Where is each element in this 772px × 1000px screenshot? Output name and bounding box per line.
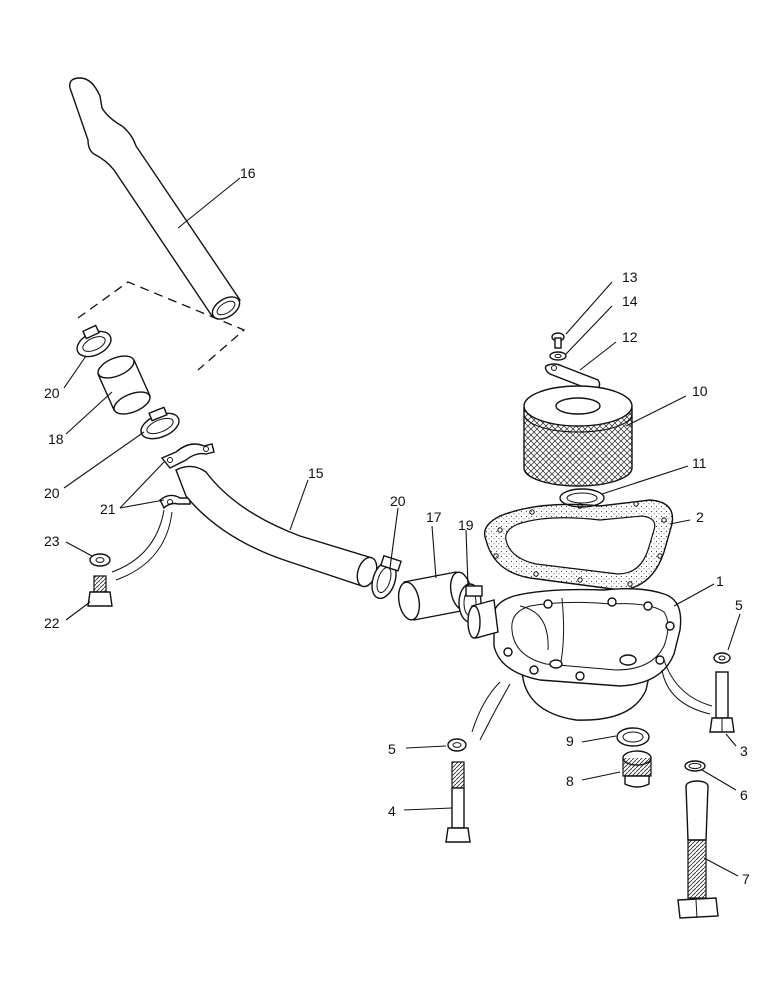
washer-14 xyxy=(549,351,567,361)
label-6: 6 xyxy=(740,787,748,803)
label-3: 3 xyxy=(740,743,748,759)
label-1: 1 xyxy=(716,573,724,589)
bolt-4 xyxy=(445,761,471,843)
label-15: 15 xyxy=(308,465,324,481)
label-20-middle: 20 xyxy=(44,485,60,501)
label-20-right: 20 xyxy=(390,493,406,509)
label-20-upper: 20 xyxy=(44,385,60,401)
hose-clamp-20-middle xyxy=(140,406,180,440)
screw-13 xyxy=(551,332,565,349)
pipe-15 xyxy=(175,465,378,588)
washer-23 xyxy=(89,553,111,567)
leader-lines xyxy=(63,177,741,877)
label-21: 21 xyxy=(100,501,116,517)
seal-ring-11 xyxy=(559,488,605,508)
bolt-22-routing-line xyxy=(111,509,165,573)
air-cleaner-housing-1 xyxy=(467,587,713,741)
label-2: 2 xyxy=(696,509,704,525)
washer-5-left xyxy=(447,738,467,752)
label-17: 17 xyxy=(426,509,442,525)
bolt-22 xyxy=(87,575,113,607)
label-13: 13 xyxy=(622,269,638,285)
label-22: 22 xyxy=(44,615,60,631)
gasket-2 xyxy=(483,499,674,591)
label-12: 12 xyxy=(622,329,638,345)
hose-18 xyxy=(97,355,151,415)
label-9: 9 xyxy=(566,733,574,749)
pipe-16 xyxy=(69,77,242,320)
label-16: 16 xyxy=(240,165,256,181)
label-4: 4 xyxy=(388,803,396,819)
circlip-6 xyxy=(684,760,706,772)
hose-clamp-20-upper xyxy=(76,324,112,358)
label-7: 7 xyxy=(742,871,750,887)
label-5-right: 5 xyxy=(735,597,743,613)
dashed-bracket xyxy=(77,281,246,371)
washer-5-right xyxy=(713,652,731,664)
pipe-bracket-21 xyxy=(159,443,215,510)
bolt-7 xyxy=(677,780,719,919)
strap-12 xyxy=(544,363,601,391)
plug-8 xyxy=(622,750,652,788)
label-10: 10 xyxy=(692,383,708,399)
bolt-3 xyxy=(709,671,735,733)
part-labels: 16 13 14 12 10 11 2 1 15 20 17 19 5 3 5 … xyxy=(44,165,750,887)
label-8: 8 xyxy=(566,773,574,789)
label-19: 19 xyxy=(458,517,474,533)
bolt-22-routing-line-2 xyxy=(115,511,173,581)
label-18: 18 xyxy=(48,431,64,447)
label-5-left: 5 xyxy=(388,741,396,757)
label-23: 23 xyxy=(44,533,60,549)
filter-element-10 xyxy=(523,385,633,487)
hose-clamp-20-right xyxy=(371,554,402,600)
label-14: 14 xyxy=(622,293,638,309)
label-11: 11 xyxy=(692,455,707,471)
o-ring-9 xyxy=(616,727,650,747)
